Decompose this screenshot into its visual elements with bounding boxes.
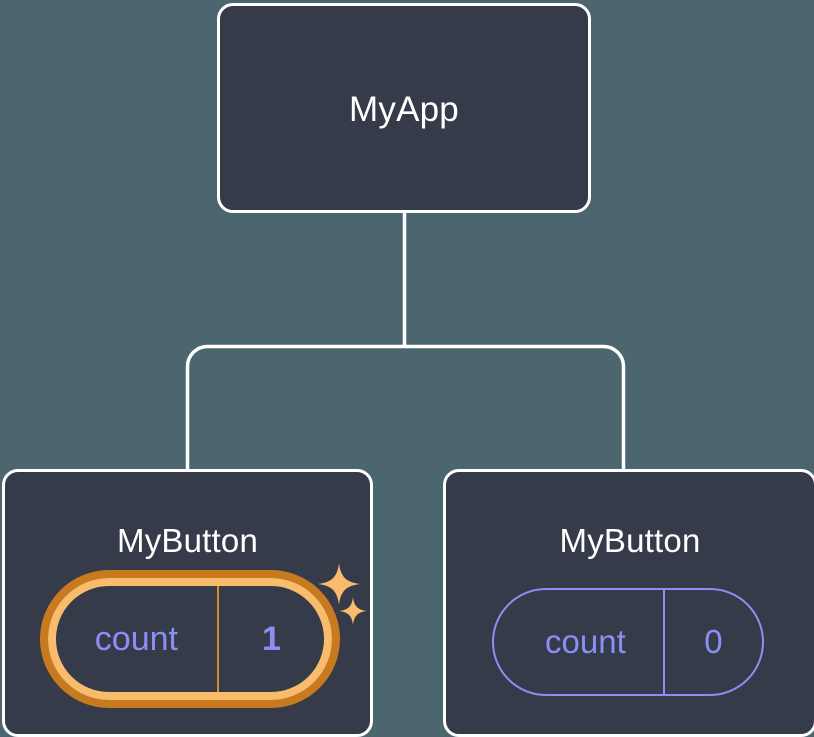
- state-pill-left[interactable]: count 1: [40, 570, 340, 708]
- connector-branch-bus: [185, 344, 626, 470]
- node-mybutton-left-label: MyButton: [117, 522, 258, 559]
- state-pill-right[interactable]: count 0: [492, 588, 764, 696]
- state-pill-right-outline: count 0: [492, 588, 764, 696]
- node-mybutton-right-label: MyButton: [559, 522, 701, 559]
- state-pill-left-key: count: [94, 619, 178, 658]
- sparkle-icon: [318, 563, 360, 605]
- state-pill-right-key: count: [545, 623, 626, 660]
- node-myapp-label: MyApp: [349, 90, 459, 129]
- state-pill-left-inner-ring: count 1: [48, 578, 332, 700]
- state-pill-right-value: 0: [662, 590, 762, 694]
- state-pill-left-value: 1: [216, 586, 324, 692]
- sparkle-icon: [339, 597, 367, 625]
- node-myapp[interactable]: MyApp: [217, 3, 591, 213]
- state-pill-left-outer-ring: [40, 570, 340, 708]
